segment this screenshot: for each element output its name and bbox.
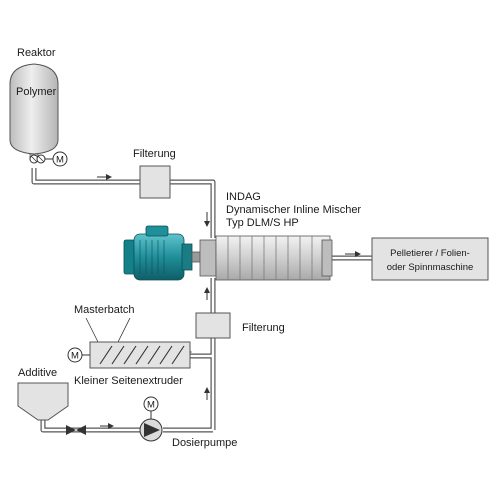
reactor-motor-icon: M	[45, 151, 68, 167]
polymer-label: Polymer	[16, 86, 57, 98]
reactor-vessel	[9, 63, 59, 161]
filterung-top-label: Filterung	[133, 148, 176, 160]
pelletierer-line2: oder Spinnmaschine	[387, 262, 474, 273]
pump-motor-icon: M	[143, 396, 159, 419]
masterbatch-pointer-lines	[85, 317, 131, 343]
extruder-motor-icon: M	[67, 347, 90, 363]
reaktor-label: Reaktor	[17, 47, 56, 59]
filter-top	[139, 165, 171, 199]
arrow-right-additive	[100, 423, 114, 429]
arrow-down-to-mixer	[204, 212, 210, 227]
bowtie-valve-icon	[66, 425, 86, 435]
additive-label: Additive	[18, 367, 57, 379]
dosierpumpe-label: Dosierpumpe	[172, 437, 237, 449]
dynamic-inline-mixer	[199, 235, 333, 281]
extruder-motor-m: M	[71, 351, 79, 362]
indag-mixer-label: Dynamischer Inline Mischer	[226, 204, 361, 216]
pipe-network	[31, 168, 372, 433]
kleiner-seitenextruder-label: Kleiner Seitenextruder	[74, 375, 183, 387]
masterbatch-label: Masterbatch	[74, 304, 135, 316]
pelletizer-box: Pelletierer / Folien- oder Spinnmaschine	[371, 237, 489, 281]
arrow-right-top	[97, 174, 112, 180]
filterung-bottom-label: Filterung	[242, 322, 285, 334]
indag-label: INDAG	[226, 191, 261, 203]
pelletierer-line1: Pelletierer / Folien-	[390, 248, 470, 259]
indag-type-label: Typ DLM/S HP	[226, 217, 299, 229]
mixer-drive-motor	[123, 225, 203, 281]
reactor-motor-m: M	[56, 155, 64, 166]
arrow-up-riser	[204, 387, 210, 400]
additive-hopper	[17, 382, 69, 421]
side-extruder	[89, 341, 191, 369]
arrow-right-outlet	[345, 251, 361, 257]
dosing-pump	[139, 418, 163, 442]
filter-bottom	[195, 312, 231, 339]
arrow-up-to-mixer	[204, 287, 210, 300]
pump-motor-m: M	[147, 400, 155, 411]
reactor-discharge-valve-icon	[29, 154, 46, 164]
